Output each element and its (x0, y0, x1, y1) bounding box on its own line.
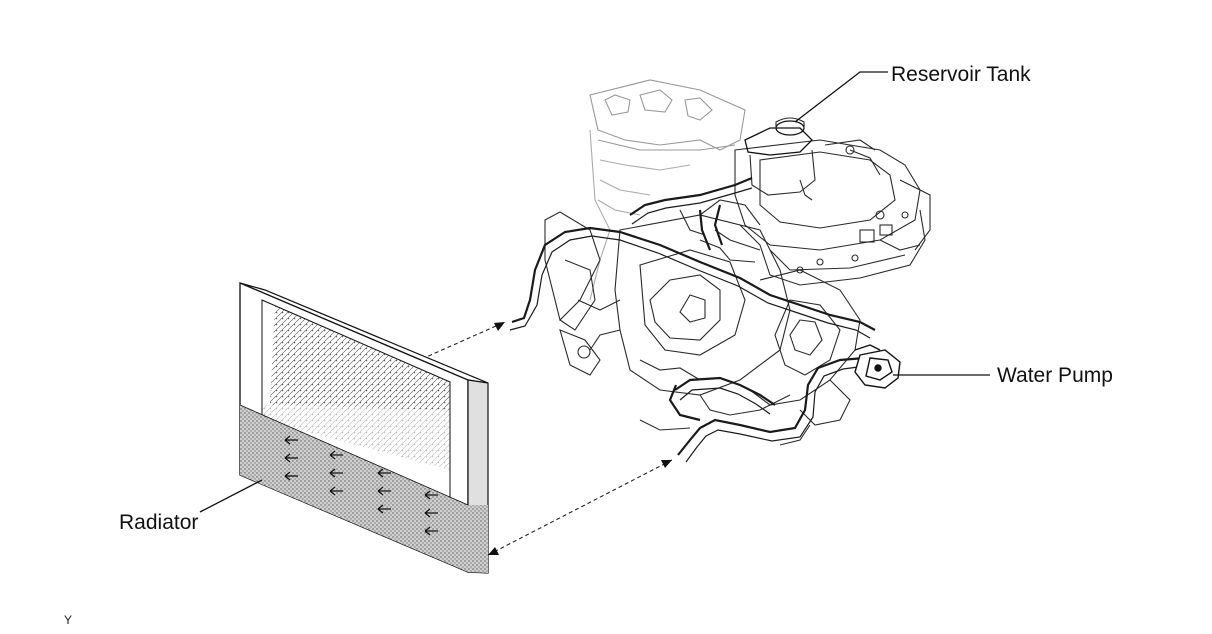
engine-block (544, 79, 931, 446)
coolant-hoses (509, 176, 881, 463)
reservoir-tank-label: Reservoir Tank (891, 63, 1031, 86)
reservoir-tank-leader (794, 71, 888, 123)
radiator-label: Radiator (119, 511, 199, 534)
corner-mark: Y (64, 613, 73, 627)
leader-lines (199, 71, 990, 513)
radiator (239, 282, 489, 574)
radiator-leader (199, 479, 263, 513)
water-pump (854, 344, 901, 389)
reservoir-tank (744, 127, 813, 156)
water-pump-label: Water Pump (997, 364, 1113, 387)
